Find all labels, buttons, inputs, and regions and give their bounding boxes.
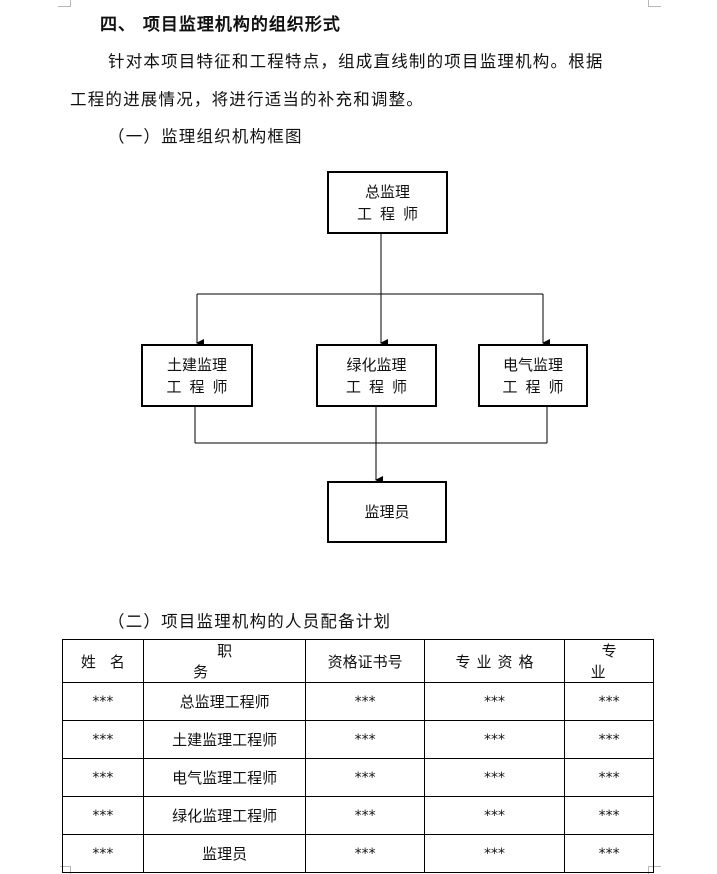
table-row: *** 总监理工程师 *** *** *** [62, 682, 654, 721]
header-major: 专业 [590, 642, 639, 681]
page-corner-mark-top-left [58, 0, 71, 7]
org-box-electrical-line2: 工程师 [502, 377, 572, 396]
header-certificate: 资格证书号 [327, 652, 403, 671]
org-box-chief-supervisor: 总监理 工程师 [327, 171, 448, 234]
table-cell: *** [564, 758, 654, 797]
table-cell: *** [564, 682, 654, 721]
table-cell: *** [305, 682, 425, 721]
table-header-cell: 专业资格 [423, 639, 566, 683]
table-cell: *** [305, 834, 425, 873]
intro-paragraph-line-1: 针对本项目特征和工程特点，组成直线制的项目监理机构。根据 [108, 52, 604, 71]
table-cell: *** [423, 834, 566, 873]
org-box-supervision-staff: 监理员 [327, 481, 447, 543]
table-cell: *** [62, 758, 144, 797]
table-header-cell: 姓名 [62, 639, 144, 683]
table-cell: *** [62, 796, 144, 835]
section-heading: 四、 项目监理机构的组织形式 [100, 15, 341, 35]
table-cell: 总监理工程师 [142, 682, 307, 721]
org-box-greening-supervisor: 绿化监理 工程师 [316, 344, 437, 407]
table-header-cell: 职务 [142, 639, 307, 683]
intro-paragraph-line-2: 工程的进展情况，将进行适当的补充和调整。 [70, 90, 424, 109]
table-row: *** 土建监理工程师 *** *** *** [62, 720, 654, 759]
table-cell: 电气监理工程师 [142, 758, 307, 797]
table-cell: *** [564, 720, 654, 759]
table-cell: 土建监理工程师 [142, 720, 307, 759]
table-cell: *** [62, 682, 144, 721]
table-cell: *** [62, 834, 144, 873]
org-box-electrical-line1: 电气监理 [502, 355, 563, 374]
header-qualification: 专业资格 [455, 652, 540, 671]
header-name: 姓名 [80, 652, 139, 671]
org-box-civil-supervisor: 土建监理 工程师 [141, 344, 253, 407]
org-box-staff-line1: 监理员 [364, 503, 410, 521]
table-row: *** 绿化监理工程师 *** *** *** [62, 796, 654, 835]
table-row: *** 电气监理工程师 *** *** *** [62, 758, 654, 797]
org-chart-title: （一）监理组织机构框图 [108, 127, 303, 146]
org-box-civil-line2: 工程师 [166, 377, 236, 396]
org-box-civil-line1: 土建监理 [166, 355, 227, 374]
table-cell: *** [423, 796, 566, 835]
table-cell: *** [305, 720, 425, 759]
table-cell: *** [564, 834, 654, 873]
table-header-row: 姓名 职务 资格证书号 专业资格 专业 [62, 639, 654, 683]
table-cell: *** [423, 682, 566, 721]
page-corner-mark-top-right [648, 0, 661, 7]
staffing-plan-title: （二）项目监理机构的人员配备计划 [108, 612, 392, 631]
header-position: 职务 [193, 642, 281, 681]
table-cell: *** [423, 758, 566, 797]
org-box-greening-line2: 工程师 [345, 377, 415, 396]
table-row: *** 监理员 *** *** *** [62, 834, 654, 873]
table-cell: *** [62, 720, 144, 759]
org-box-electrical-supervisor: 电气监理 工程师 [478, 344, 588, 407]
table-cell: *** [423, 720, 566, 759]
staffing-table: 姓名 职务 资格证书号 专业资格 专业 *** 总监理工程师 *** *** *… [62, 639, 654, 873]
table-cell: *** [564, 796, 654, 835]
org-box-chief-line1: 总监理 [364, 182, 410, 201]
table-header-cell: 资格证书号 [305, 639, 425, 683]
org-box-greening-line1: 绿化监理 [346, 355, 407, 374]
org-box-chief-line2: 工程师 [356, 204, 426, 223]
table-cell: 监理员 [142, 834, 307, 873]
table-cell: *** [305, 796, 425, 835]
table-header-cell: 专业 [564, 639, 654, 683]
table-cell: 绿化监理工程师 [142, 796, 307, 835]
table-cell: *** [305, 758, 425, 797]
